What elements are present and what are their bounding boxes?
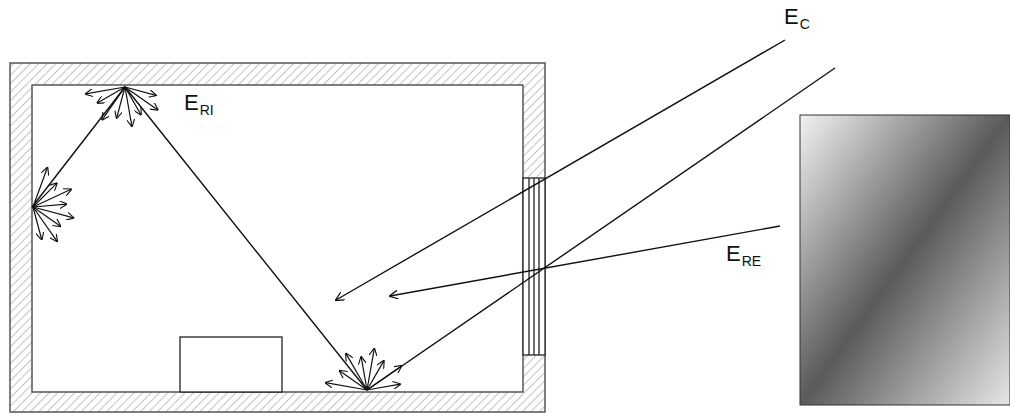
subscript-label: RE [742, 254, 761, 268]
window-pane [533, 178, 534, 355]
window-pane [538, 178, 539, 355]
sky-ray [367, 68, 835, 390]
external-building [800, 115, 1010, 405]
subscript-label: RI [200, 103, 214, 117]
sky-ray [336, 40, 785, 300]
reflection-arrow [125, 87, 158, 110]
internal-reflected-ray [32, 87, 367, 390]
reflection-arrow [102, 87, 125, 120]
reflection-arrow [367, 366, 401, 390]
diffuse-reflection [33, 87, 401, 390]
symbol-label: E [184, 92, 199, 114]
reflection-arrow [367, 384, 400, 390]
reflection-arrow [125, 87, 156, 95]
reflection-arrow [33, 183, 57, 207]
window [523, 178, 545, 355]
furniture-box [180, 337, 282, 392]
symbol-label: E [726, 243, 741, 265]
reflection-arrow [361, 357, 367, 390]
reflection-arrow [33, 189, 71, 207]
reflection-arrow [346, 354, 367, 390]
reflection-arrow [117, 87, 125, 118]
external-reflected-ray [390, 226, 780, 296]
reflection-arrow [367, 361, 384, 390]
reflection-arrow [33, 207, 42, 240]
reflection-arrow [340, 371, 368, 390]
room-wall [10, 63, 545, 412]
subscript-label: C [800, 17, 810, 31]
reflection-arrow [33, 207, 57, 241]
reflection-arrow [33, 204, 67, 207]
symbol-label: E [784, 6, 799, 28]
window-pane [528, 178, 529, 355]
